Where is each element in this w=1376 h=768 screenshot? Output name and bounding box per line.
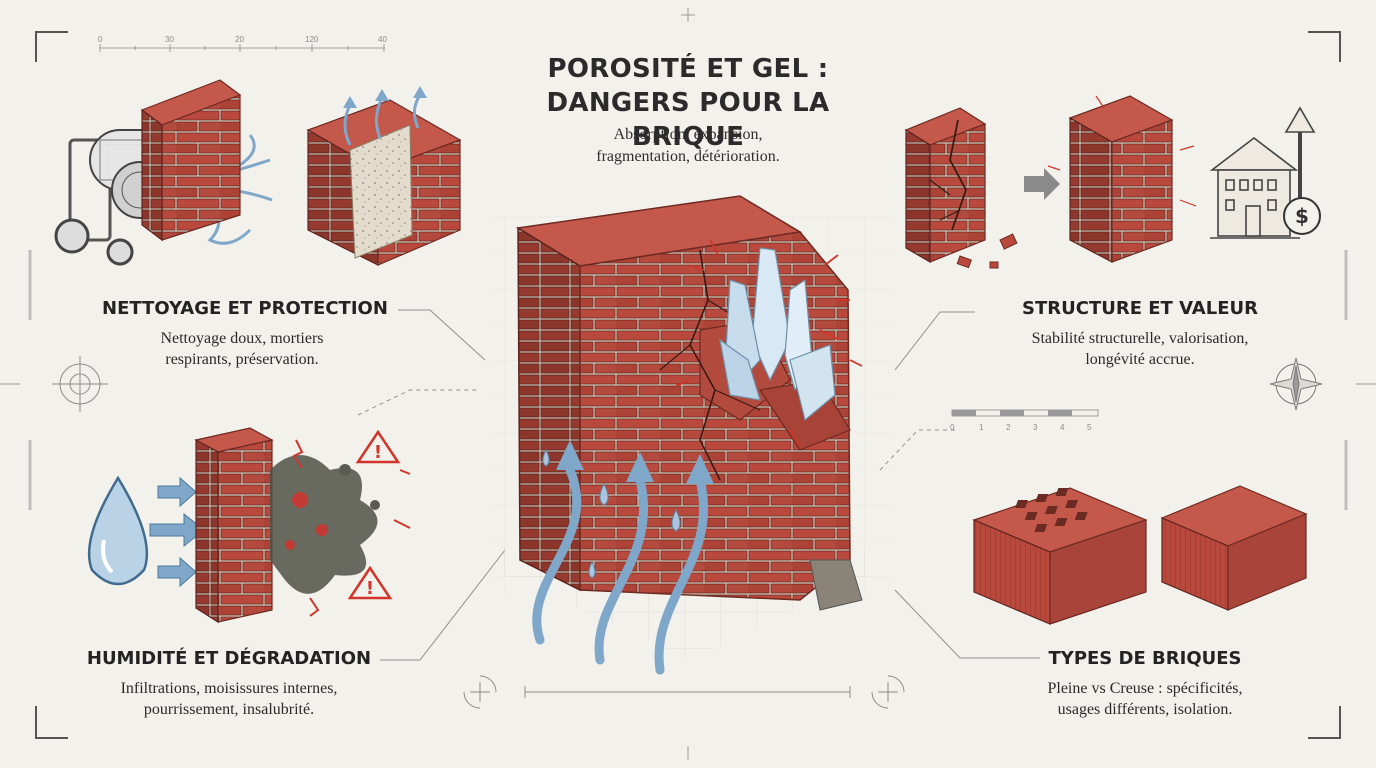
svg-text:!: ! — [374, 442, 382, 463]
humidity-description-line-2: pourrissement, insalubrité. — [143, 701, 315, 718]
structure-heading: STRUCTURE ET VALEUR — [1022, 298, 1258, 319]
page-title-line-2: DANGERS POUR LA BRIQUE — [546, 88, 830, 152]
warning-icon: ! — [347, 565, 393, 600]
types-description-line-2: usages différents, isolation. — [1057, 701, 1233, 718]
water-drop-icon — [87, 475, 149, 586]
right-ruler-tick-5: 5 — [1087, 423, 1092, 432]
page-subtitle: Absorption, expansion, fragmentation, dé… — [488, 124, 888, 168]
types-heading: TYPES DE BRIQUES — [1048, 648, 1242, 669]
hollow-brick-icon — [1015, 485, 1308, 611]
water-drops — [542, 448, 681, 579]
house-value-icon — [1209, 106, 1316, 239]
mold-wall-icon — [194, 427, 380, 624]
cleaning-description-line-2: respirants, préservation. — [165, 351, 319, 368]
water-arrowheads — [556, 440, 714, 484]
stress-marks — [675, 239, 863, 447]
humidity-heading: HUMIDITÉ ET DÉGRADATION — [86, 648, 372, 669]
right-ruler-tick-0: 0 — [950, 423, 955, 432]
structure-description-line-2: longévité accrue. — [1085, 351, 1195, 368]
top-ruler-tick-4: 40 — [378, 35, 387, 44]
right-ruler-tick-1: 1 — [979, 423, 984, 432]
types-description: Pleine vs Creuse : spécificités, usages … — [1014, 678, 1276, 720]
compass-icon — [1269, 357, 1323, 411]
cleaning-description: Nettoyage doux, mortiers respirants, pré… — [102, 328, 382, 370]
right-ruler-tick-2: 2 — [1006, 423, 1011, 432]
right-ruler-tick-3: 3 — [1033, 423, 1038, 432]
crosshair-icon — [52, 356, 108, 412]
humidity-description-line-1: Infiltrations, moisissures internes, — [120, 680, 338, 697]
structure-description: Stabilité structurelle, valorisation, lo… — [1004, 328, 1276, 370]
types-description-line-1: Pleine vs Creuse : spécificités, — [1047, 680, 1243, 697]
cleaning-heading: NETTOYAGE ET PROTECTION — [102, 298, 388, 319]
warning-icon: ! — [355, 429, 401, 464]
dollar-icon: $ — [1283, 197, 1321, 235]
solid-brick-icon — [972, 487, 1148, 625]
alert-sparks — [292, 439, 411, 617]
frame-corners — [35, 31, 1341, 739]
page-subtitle-line-1: Absorption, expansion, — [613, 126, 763, 143]
top-ruler-tick-3: 120 — [305, 35, 319, 44]
ice-crystal-icon — [719, 247, 836, 422]
cleaning-description-line-1: Nettoyage doux, mortiers — [160, 330, 324, 347]
svg-text:!: ! — [366, 578, 374, 599]
frost-wall-icon — [515, 195, 863, 675]
bottom-scale-bar — [524, 686, 851, 698]
top-ruler-tick-2: 20 — [235, 35, 244, 44]
top-ruler — [99, 44, 385, 52]
right-ruler — [951, 409, 1099, 417]
right-ruler-tick-4: 4 — [1060, 423, 1065, 432]
cleaned-brick-wall — [140, 79, 242, 242]
page-title-line-1: POROSITÉ ET GEL : — [547, 54, 829, 84]
cracked-wall-icon — [904, 107, 1018, 269]
sound-brick-wall — [1047, 95, 1197, 263]
top-ruler-tick-0: 0 — [98, 35, 103, 44]
structure-description-line-1: Stabilité structurelle, valorisation, — [1031, 330, 1249, 347]
svg-text:$: $ — [1295, 204, 1309, 228]
arrow-right-icon — [1024, 168, 1060, 200]
connector-lines — [357, 309, 1040, 661]
water-arrows — [532, 465, 709, 675]
humidity-description: Infiltrations, moisissures internes, pou… — [84, 678, 374, 720]
page-title: POROSITÉ ET GEL : DANGERS POUR LA BRIQUE — [488, 52, 888, 154]
infiltration-arrows — [149, 476, 205, 588]
page-subtitle-line-2: fragmentation, détérioration. — [596, 148, 780, 165]
crosshair-icon — [463, 675, 905, 709]
frame-guides — [0, 8, 1376, 760]
top-ruler-tick-1: 30 — [165, 35, 174, 44]
porous-brick-icon — [306, 86, 462, 266]
